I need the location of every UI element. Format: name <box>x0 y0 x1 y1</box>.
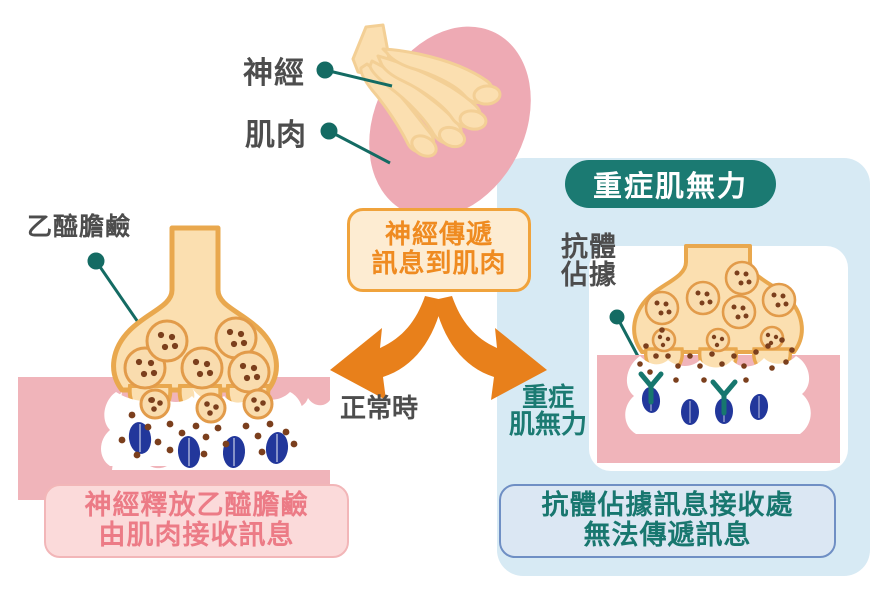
receptor-oval-icon <box>128 422 289 468</box>
label-acetylcholine: 乙醯膽鹼 <box>27 212 132 241</box>
caption-normal: 神經釋放乙醯膽鹼 由肌肉接收訊息 <box>44 484 349 558</box>
mg-synapse-card <box>589 246 848 471</box>
caption-normal-line1: 神經釋放乙醯膽鹼 <box>84 489 309 521</box>
label-mg-outcome: 重症 肌無力 <box>509 383 588 441</box>
caption-mg-line2: 無法傳遞訊息 <box>583 520 752 551</box>
label-antibody-line1: 抗體 <box>561 232 617 263</box>
mg-title-badge: 重症肌無力 <box>565 160 776 208</box>
leader-line-dot-icon-ach <box>87 252 155 345</box>
acetylcholine-dots <box>118 397 298 459</box>
label-muscle: 肌肉 <box>245 118 307 153</box>
leader-line-dot-icon-nerve <box>316 61 393 88</box>
label-mg-outcome-line2: 肌無力 <box>509 410 588 441</box>
vesicle-circle-icon <box>123 316 274 424</box>
center-callout-line2: 訊息到肌肉 <box>371 249 507 279</box>
curved-arrow-left-icon <box>330 296 443 400</box>
label-nerve: 神經 <box>243 56 305 91</box>
nerve-branch-icon <box>351 23 502 158</box>
center-callout-line1: 神經傳遞 <box>384 219 493 250</box>
label-normal-state: 正常時 <box>340 394 419 424</box>
caption-mg-line1: 抗體佔據訊息接收處 <box>541 489 794 521</box>
caption-normal-line2: 由肌肉接收訊息 <box>98 520 295 551</box>
label-antibody-line2: 佔據 <box>561 259 617 291</box>
leader-line-dot-icon-muscle <box>320 122 391 165</box>
label-mg-outcome-line1: 重症 <box>522 383 575 413</box>
caption-mg: 抗體佔據訊息接收處 無法傳遞訊息 <box>499 484 836 558</box>
center-callout: 神經傳遞 訊息到肌肉 <box>347 208 531 292</box>
label-antibody: 抗體 佔據 <box>561 234 617 289</box>
